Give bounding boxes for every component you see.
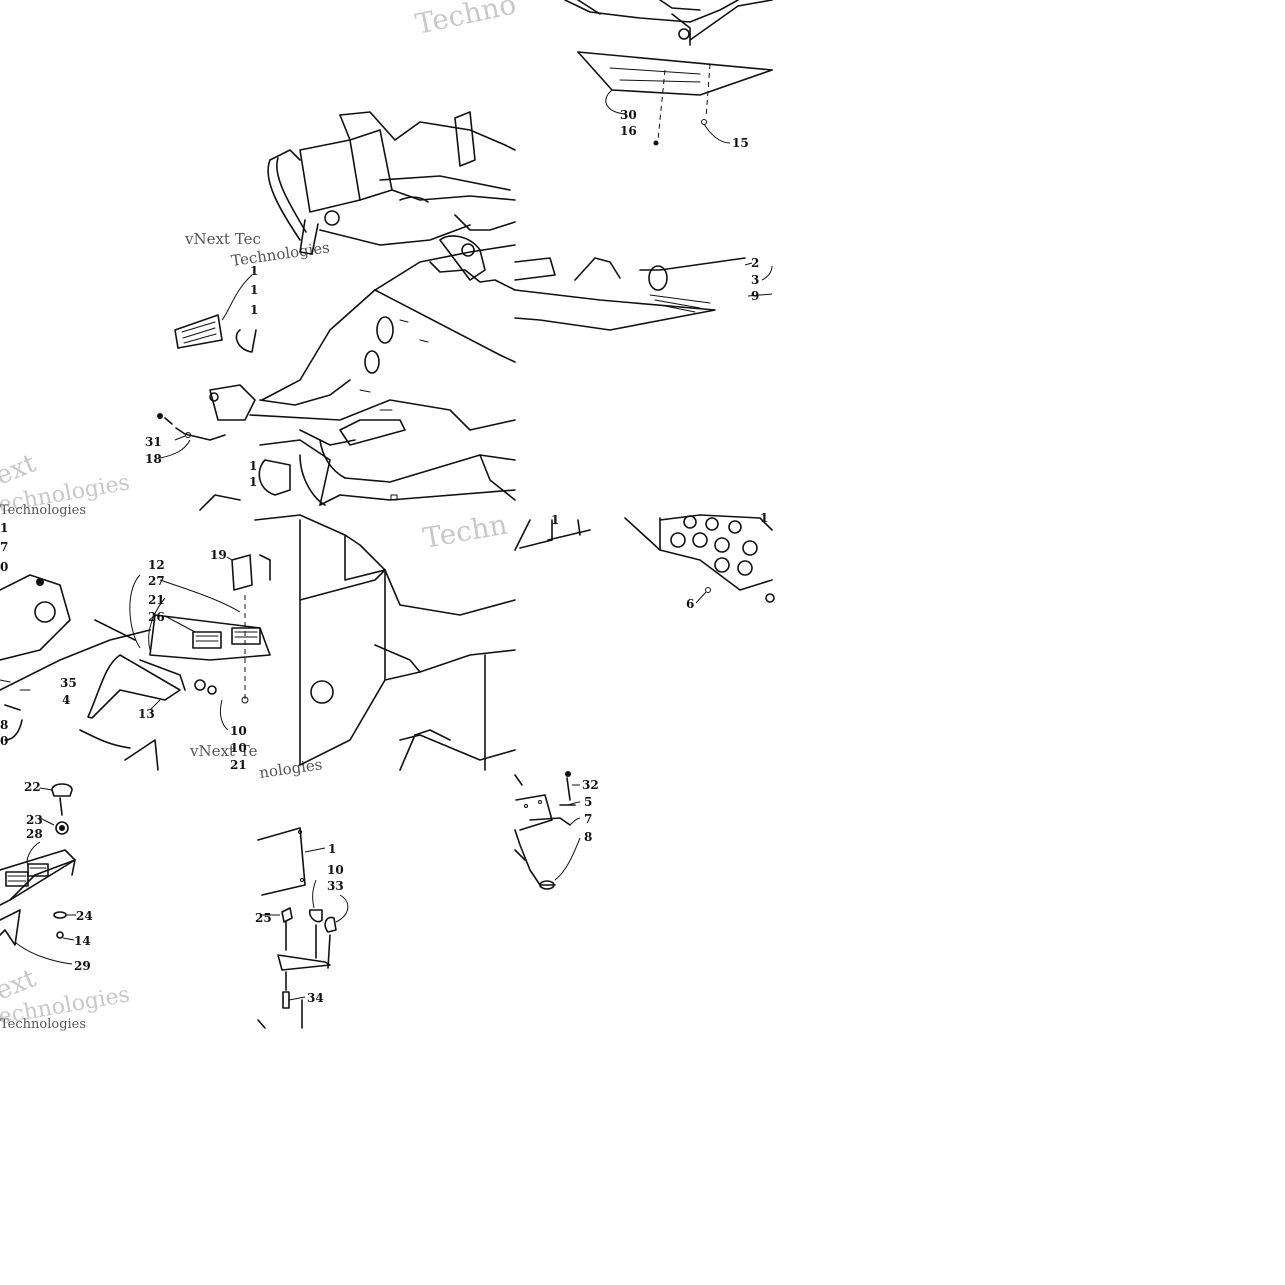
callout-15: 15 <box>732 136 749 150</box>
callout-0-a: 0 <box>0 560 8 574</box>
callout-33: 33 <box>327 879 344 893</box>
callout-25: 25 <box>255 911 272 925</box>
callout-10-a: 10 <box>230 724 247 738</box>
callout-6: 6 <box>686 597 694 611</box>
mount-bracket-assembly <box>257 827 349 1029</box>
callout-9: 9 <box>751 289 759 303</box>
callout-19: 19 <box>210 548 227 562</box>
callout-4: 4 <box>62 693 70 707</box>
callout-1-c: 1 <box>250 303 258 317</box>
callout-24: 24 <box>76 909 93 923</box>
callout-31: 31 <box>145 435 162 449</box>
callout-21-b: 21 <box>230 758 247 772</box>
watermark-12: Technologies <box>0 1017 86 1032</box>
callout-22: 22 <box>24 780 41 794</box>
watermark-8: vNext Te <box>189 742 258 760</box>
callout-23: 23 <box>26 813 43 827</box>
callout-29: 29 <box>74 959 91 973</box>
frame-tunnel-upper <box>157 235 516 511</box>
callout-16: 16 <box>620 124 637 138</box>
callout-2: 2 <box>751 256 759 270</box>
callout-34: 34 <box>307 991 324 1005</box>
callout-1-a: 1 <box>250 264 258 278</box>
front-frame-bracket <box>267 111 516 255</box>
callout-21-a: 21 <box>148 593 165 607</box>
callout-8-a: 8 <box>0 718 8 732</box>
callout-8-b: 8 <box>584 830 592 844</box>
callout-10-b: 10 <box>230 741 247 755</box>
callout-labels: 30 16 15 2 3 9 1 1 1 31 18 1 1 1 7 0 12 … <box>0 108 768 1005</box>
callout-3: 3 <box>751 273 759 287</box>
watermark-4: ext <box>0 448 41 491</box>
rear-tunnel-section <box>514 257 773 331</box>
watermark-1: Techno <box>413 0 519 41</box>
callout-7-b: 7 <box>584 812 592 826</box>
callout-5: 5 <box>584 795 592 809</box>
skid-plate-assembly <box>564 0 773 146</box>
callout-7-a: 7 <box>0 540 8 554</box>
callout-1-d: 1 <box>249 459 257 473</box>
callout-1-e: 1 <box>249 475 257 489</box>
running-board-assembly <box>0 783 76 965</box>
watermark-layer: Techno vNext Tec Technologies ext echnol… <box>0 0 519 1032</box>
callout-1-f: 1 <box>0 521 8 535</box>
callout-13: 13 <box>138 707 155 721</box>
callout-0-b: 0 <box>0 734 8 748</box>
watermark-6: Technologies <box>0 503 86 518</box>
callout-28: 28 <box>26 827 43 841</box>
callout-1-b: 1 <box>250 283 258 297</box>
callout-18: 18 <box>145 452 162 466</box>
decal-plate <box>174 274 257 353</box>
callout-35: 35 <box>60 676 77 690</box>
callout-1-i: 1 <box>328 842 336 856</box>
watermark-9: nologies <box>258 755 323 782</box>
frame-tunnel-lower <box>0 514 516 771</box>
callout-14: 14 <box>74 934 91 948</box>
callout-30: 30 <box>620 108 637 122</box>
callout-10-c: 10 <box>327 863 344 877</box>
callout-27: 27 <box>148 574 165 588</box>
callout-1-g: 1 <box>551 513 559 527</box>
callout-12: 12 <box>148 558 165 572</box>
watermark-2: vNext Tec <box>184 230 261 248</box>
rear-footrest-section <box>514 514 775 604</box>
callout-1-h: 1 <box>760 511 768 525</box>
watermark-7: Techn <box>420 508 509 555</box>
callout-32: 32 <box>582 778 599 792</box>
hitch-bracket-assembly <box>514 771 581 890</box>
callout-26: 26 <box>148 610 165 624</box>
